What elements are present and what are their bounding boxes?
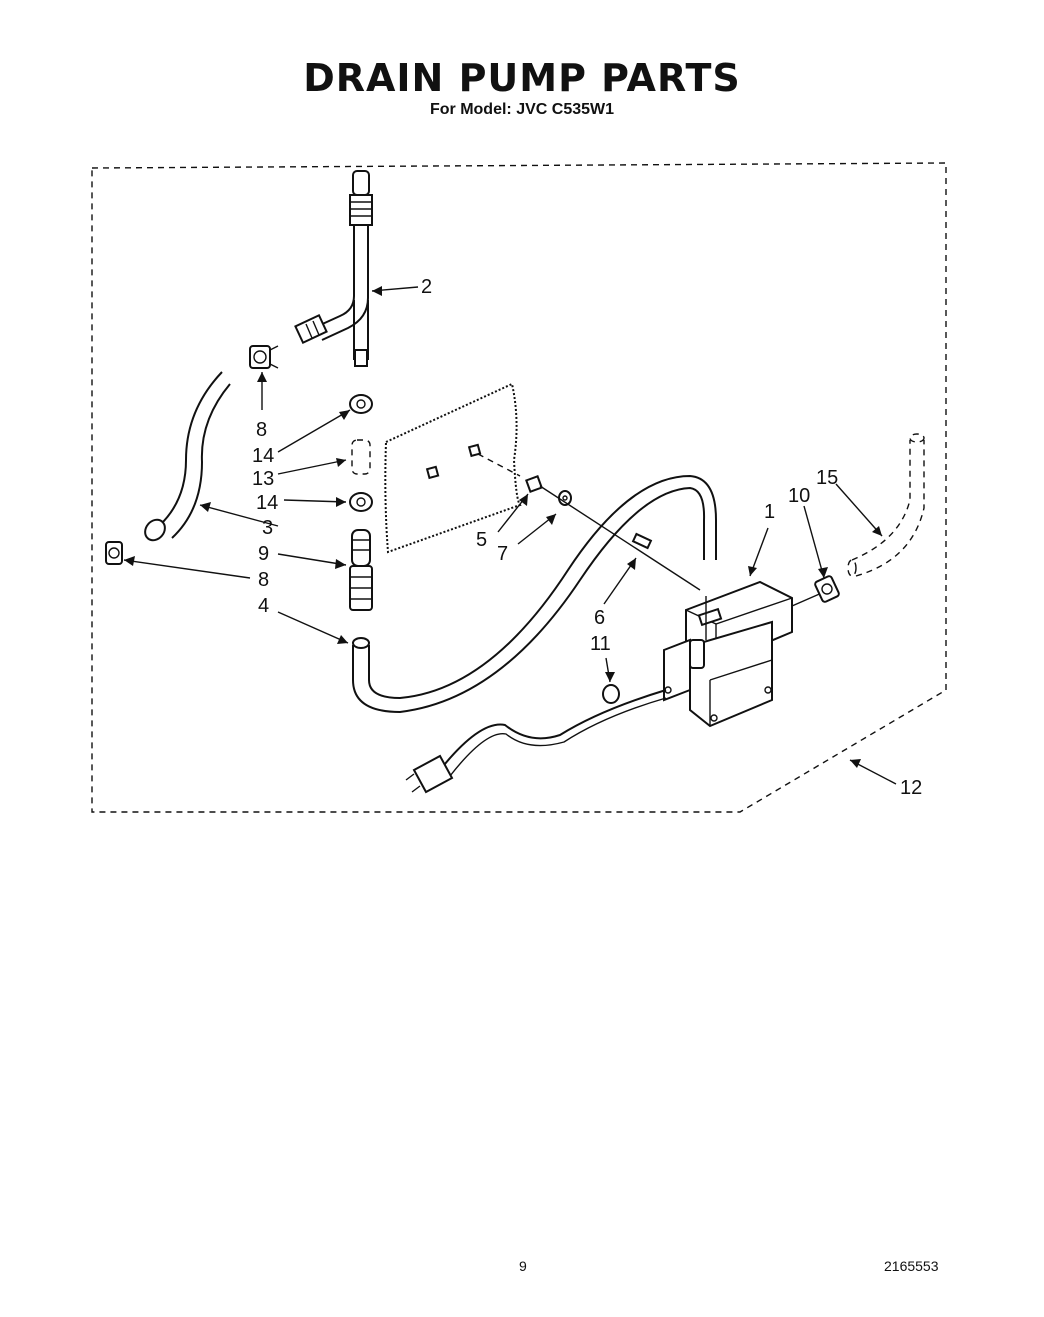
callout-6: 6 (594, 607, 605, 629)
part-14-grommet-upper (349, 394, 373, 414)
callout-2: 2 (421, 276, 432, 298)
part-14-grommet-lower (349, 492, 373, 512)
callout-7: 7 (497, 543, 508, 565)
callout-8-upper: 8 (256, 419, 267, 441)
part-11-plug (602, 684, 620, 704)
document-number: 2165553 (884, 1258, 939, 1274)
callout-9: 9 (258, 543, 269, 565)
callout-1: 1 (764, 501, 775, 523)
mounting-panel (384, 382, 522, 554)
callout-8-lower: 8 (258, 569, 269, 591)
page-title: DRAIN PUMP PARTS (303, 56, 741, 100)
part-5-nut (525, 475, 543, 493)
callout-4: 4 (258, 595, 269, 617)
callout-3: 3 (262, 517, 273, 539)
part-15-outlet-hose (847, 433, 925, 577)
page-number: 9 (519, 1258, 527, 1274)
model-subtitle: For Model: JVC C535W1 (429, 101, 615, 118)
callout-10: 10 (788, 485, 810, 507)
part-10-hose-clamp (814, 575, 840, 603)
callout-15: 15 (816, 467, 838, 489)
callout-14-upper: 14 (252, 445, 274, 467)
part-8-hose-clamp-upper (249, 345, 279, 369)
part-6-screw (631, 532, 653, 550)
part-3-drain-hose (144, 371, 231, 542)
part-2-drain-tube (294, 170, 373, 367)
part-8-hose-clamp-lower (105, 541, 123, 565)
part-1-pump (663, 580, 793, 728)
part-4-pump-hose (352, 474, 717, 714)
callout-13: 13 (252, 468, 274, 490)
callout-11: 11 (590, 633, 611, 655)
part-12-power-cord (405, 689, 667, 794)
leader-lines (123, 286, 897, 785)
callout-5: 5 (476, 529, 487, 551)
callout-14-lower: 14 (256, 492, 278, 514)
callout-12: 12 (900, 777, 922, 799)
part-9-hose-connector (349, 529, 373, 611)
part-13-spacer (351, 439, 371, 475)
assembly-boundary (91, 162, 947, 813)
